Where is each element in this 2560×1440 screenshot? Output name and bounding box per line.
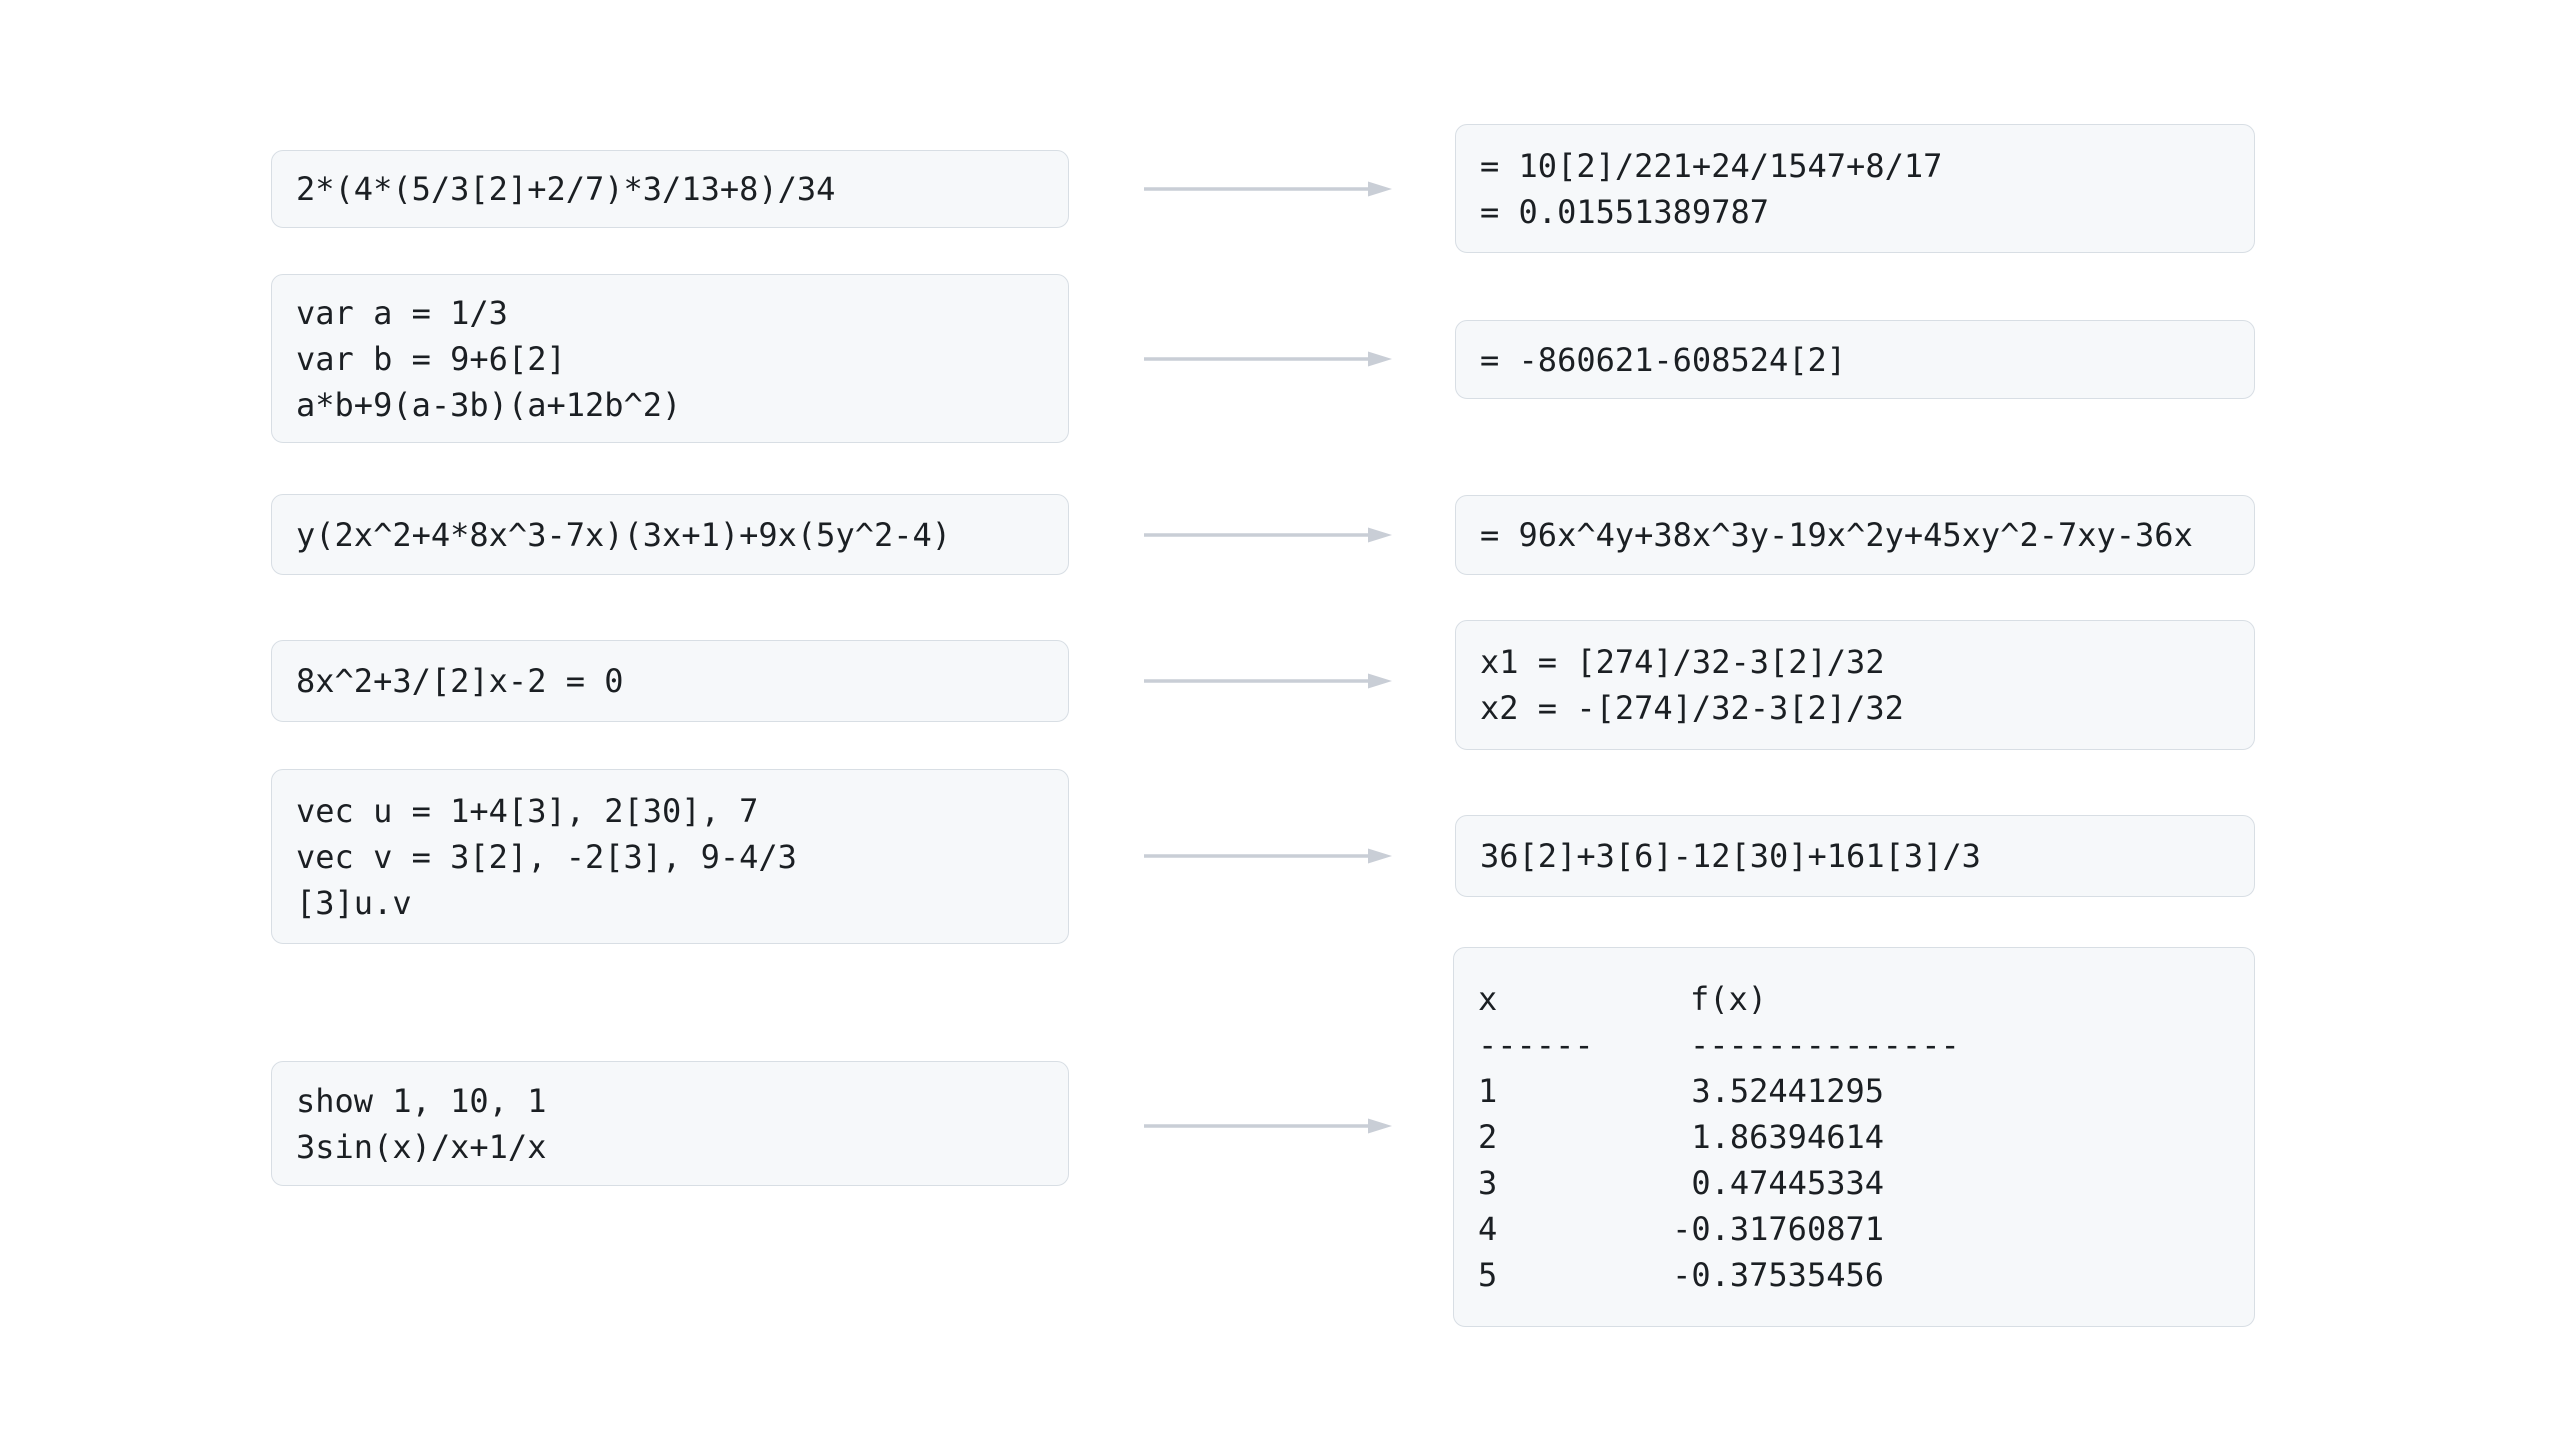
table-cell-x: 5 bbox=[1478, 1256, 1498, 1294]
table-cell-fx: -0.37535456 bbox=[1672, 1256, 1884, 1294]
output-card-function-table: x f(x) ------ -------------- 1 3.5244129… bbox=[1453, 947, 2255, 1327]
table-divider-fx: -------------- bbox=[1690, 1026, 1960, 1064]
arrow-right-icon bbox=[1144, 1118, 1392, 1134]
table-cell-x: 4 bbox=[1478, 1210, 1498, 1248]
input-card-polynomial: y(2x^2+4*8x^3-7x)(3x+1)+9x(5y^2-4) bbox=[271, 494, 1069, 575]
output-card-polynomial: = 96x^4y+38x^3y-19x^2y+45xy^2-7xy-36x bbox=[1455, 495, 2255, 575]
output-result: = 10[2]/221+24/1547+8/17 bbox=[1480, 146, 1943, 185]
input-expression: 2*(4*(5/3[2]+2/7)*3/13+8)/34 bbox=[296, 170, 836, 208]
output-result: x1 = [274]/32-3[2]/32 bbox=[1480, 643, 1885, 681]
output-result: x2 = -[274]/32-3[2]/32 bbox=[1480, 689, 1904, 727]
input-expression: [3]u.v bbox=[296, 883, 412, 922]
input-expression: show 1, 10, 1 bbox=[296, 1081, 547, 1120]
input-expression: a*b+9(a-3b)(a+12b^2) bbox=[296, 385, 682, 424]
arrow-right-icon bbox=[1144, 848, 1392, 864]
table-divider-row: ------ -------------- bbox=[1478, 1022, 2230, 1068]
table-cell-fx: 3.52441295 bbox=[1691, 1072, 1884, 1110]
output-result: = 96x^4y+38x^3y-19x^2y+45xy^2-7xy-36x bbox=[1480, 516, 2193, 554]
input-expression: vec v = 3[2], -2[3], 9-4/3 bbox=[296, 837, 797, 876]
table-row: 4 -0.31760871 bbox=[1478, 1206, 2230, 1252]
table-header-x: x bbox=[1478, 980, 1498, 1018]
input-expression: 3sin(x)/x+1/x bbox=[296, 1127, 547, 1166]
input-card-equation: 8x^2+3/[2]x-2 = 0 bbox=[271, 640, 1069, 722]
table-cell-fx: 1.86394614 bbox=[1691, 1118, 1884, 1156]
arrow-right-icon bbox=[1144, 673, 1392, 689]
input-card-arithmetic: 2*(4*(5/3[2]+2/7)*3/13+8)/34 bbox=[271, 150, 1069, 228]
table-row: 3 0.47445334 bbox=[1478, 1160, 2230, 1206]
output-card-vectors: 36[2]+3[6]-12[30]+161[3]/3 bbox=[1455, 815, 2255, 897]
output-result: = -860621-608524[2] bbox=[1480, 340, 1847, 379]
table-row: 2 1.86394614 bbox=[1478, 1114, 2230, 1160]
input-expression: 8x^2+3/[2]x-2 = 0 bbox=[296, 662, 624, 700]
input-card-vectors: vec u = 1+4[3], 2[30], 7 vec v = 3[2], -… bbox=[271, 769, 1069, 944]
table-header-fx: f(x) bbox=[1690, 980, 1768, 1018]
output-result: 36[2]+3[6]-12[30]+161[3]/3 bbox=[1480, 837, 1981, 875]
table-cell-x: 1 bbox=[1478, 1072, 1498, 1110]
output-card-variables: = -860621-608524[2] bbox=[1455, 320, 2255, 399]
arrow-right-icon bbox=[1144, 181, 1392, 197]
output-result: = 0.01551389787 bbox=[1480, 192, 1769, 231]
output-card-equation: x1 = [274]/32-3[2]/32 x2 = -[274]/32-3[2… bbox=[1455, 620, 2255, 750]
table-row: 1 3.52441295 bbox=[1478, 1068, 2230, 1114]
input-expression: vec u = 1+4[3], 2[30], 7 bbox=[296, 791, 759, 830]
input-expression: var a = 1/3 bbox=[296, 293, 508, 332]
input-card-show-function: show 1, 10, 1 3sin(x)/x+1/x bbox=[271, 1061, 1069, 1186]
input-expression: y(2x^2+4*8x^3-7x)(3x+1)+9x(5y^2-4) bbox=[296, 515, 952, 554]
input-expression: var b = 9+6[2] bbox=[296, 339, 566, 378]
table-cell-fx: 0.47445334 bbox=[1691, 1164, 1884, 1202]
arrow-right-icon bbox=[1144, 527, 1392, 543]
table-cell-x: 3 bbox=[1478, 1164, 1498, 1202]
output-card-arithmetic: = 10[2]/221+24/1547+8/17 = 0.01551389787 bbox=[1455, 124, 2255, 253]
input-card-variables: var a = 1/3 var b = 9+6[2] a*b+9(a-3b)(a… bbox=[271, 274, 1069, 443]
table-cell-x: 2 bbox=[1478, 1118, 1498, 1156]
table-cell-fx: -0.31760871 bbox=[1672, 1210, 1884, 1248]
arrow-right-icon bbox=[1144, 351, 1392, 367]
table-divider-x: ------ bbox=[1478, 1026, 1594, 1064]
table-row: 5 -0.37535456 bbox=[1478, 1252, 2230, 1298]
table-header-row: x f(x) bbox=[1478, 976, 2230, 1022]
